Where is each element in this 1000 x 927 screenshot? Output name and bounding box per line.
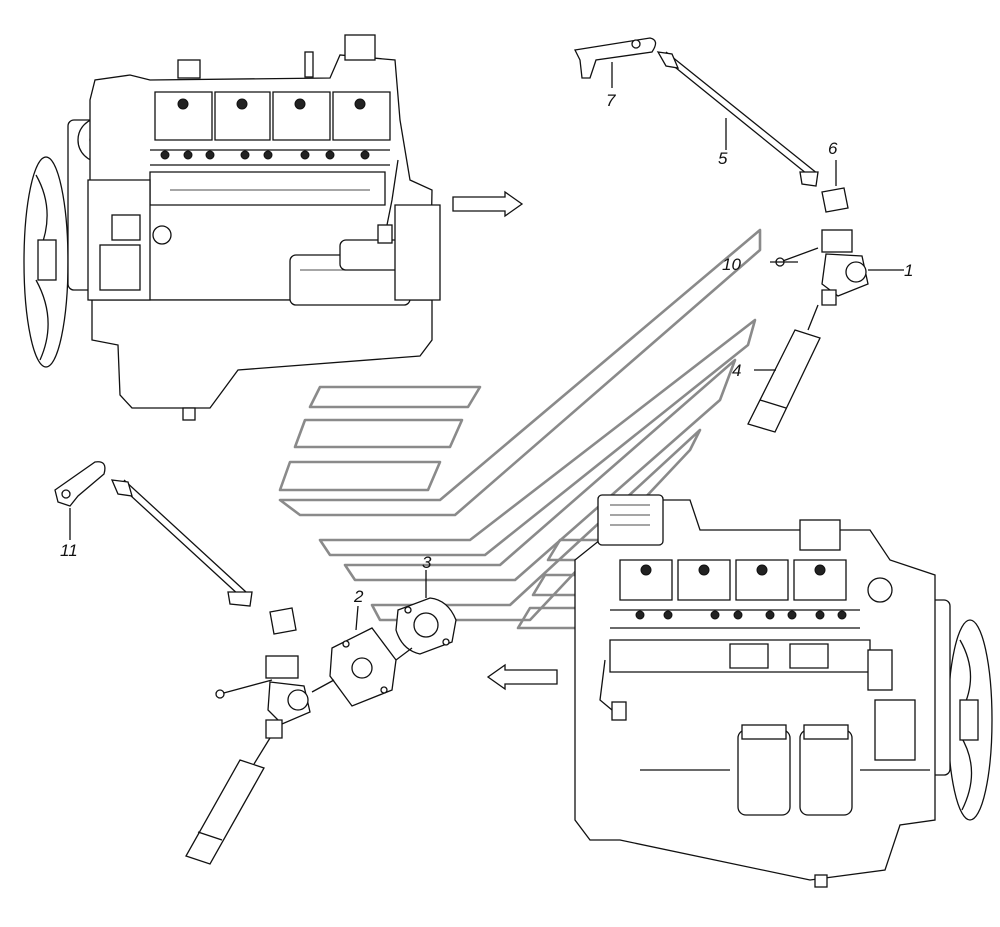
callout-7: 7	[606, 91, 616, 110]
engine-top-left	[23, 34, 441, 421]
leader-lines	[69, 62, 904, 631]
callout-6: 6	[828, 139, 838, 158]
rod-bottom-left	[110, 479, 253, 607]
part-1-heater-body	[821, 229, 869, 306]
valve-covers-bottom-right	[619, 559, 847, 601]
injectors-top-left	[150, 149, 390, 166]
valve-covers-top-left	[154, 91, 391, 141]
part-10-bolt	[775, 247, 819, 267]
part-4-tube	[747, 304, 821, 433]
callout-2: 2	[353, 587, 364, 606]
part-2-flange	[311, 627, 397, 707]
callout-1: 1	[904, 261, 913, 280]
callout-5: 5	[718, 149, 728, 168]
part-6-clamp	[821, 187, 849, 213]
kamaz-logo-watermark	[278, 228, 762, 630]
arrow-left-icon	[486, 663, 558, 691]
clamp-bottom-left	[269, 607, 297, 635]
heater-body-bottom-left	[265, 655, 311, 739]
bolt-bottom-left	[215, 679, 273, 699]
fan-bottom-right	[947, 619, 993, 821]
engine-bottom-right	[574, 494, 993, 888]
fan-top-left	[23, 156, 69, 368]
callout-4: 4	[732, 361, 741, 380]
callout-3: 3	[422, 553, 432, 572]
part-7-bracket	[574, 37, 657, 79]
part-11-bracket	[54, 461, 106, 507]
starter-top-left	[289, 239, 411, 306]
callout-10: 10	[722, 255, 741, 274]
callout-labels: 7 5 6 10 1 4 11 2 3	[60, 91, 913, 606]
arrow-right-icon	[452, 190, 524, 218]
injectors-bottom-right	[610, 609, 860, 629]
callout-11: 11	[60, 541, 78, 560]
part-3-gasket	[395, 597, 457, 661]
oil-filters	[737, 724, 853, 816]
part-5-rod	[656, 51, 819, 187]
tube-bottom-left	[185, 737, 271, 865]
